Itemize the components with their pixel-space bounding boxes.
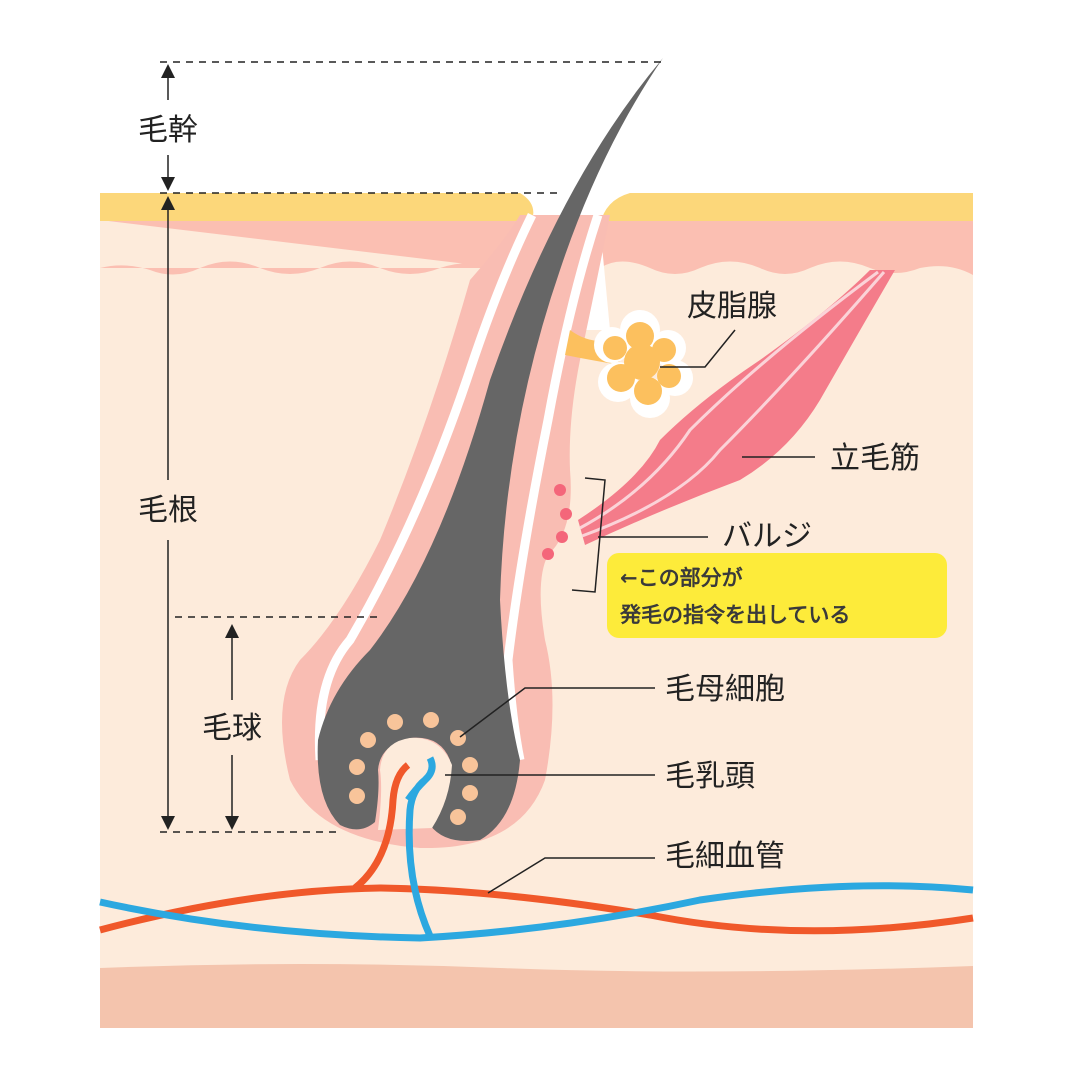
hair-matrix-cells <box>349 712 478 825</box>
label-hair-matrix-cells: 毛母細胞 <box>665 672 785 707</box>
matrix-cell <box>423 712 439 728</box>
callout-line-2: 発毛の指令を出している <box>619 603 850 627</box>
matrix-cell <box>387 714 403 730</box>
leader-lines <box>445 329 815 894</box>
inner-sheath-line-right <box>503 213 603 761</box>
matrix-cell <box>450 809 466 825</box>
inner-sheath-line <box>314 213 537 761</box>
vein-branch <box>405 756 436 938</box>
matrix-cell <box>462 785 478 801</box>
matrix-cell <box>349 788 365 804</box>
artery <box>99 884 974 935</box>
callout-box <box>607 553 947 638</box>
label-arrector-pili: 立毛筋 <box>830 441 920 476</box>
bulge-dots <box>542 484 572 560</box>
label-dermal-papilla: 毛乳頭 <box>665 759 755 794</box>
callout-line-1: ←この部分が <box>620 566 743 590</box>
label-capillaries: 毛細血管 <box>665 839 785 874</box>
matrix-cell <box>349 759 365 775</box>
muscle-fibers <box>579 270 886 538</box>
bulge-callout: ←この部分が 発毛の指令を出している <box>607 553 947 638</box>
matrix-cell <box>462 757 478 773</box>
arrowheads <box>161 64 239 830</box>
label-hair-bulb: 毛球 <box>202 711 262 746</box>
artery-branch <box>352 762 411 891</box>
subcutis <box>100 964 973 1028</box>
vein <box>99 882 974 942</box>
label-sebaceous-gland: 皮脂腺 <box>687 289 777 324</box>
label-hair-shaft: 毛幹 <box>138 113 198 148</box>
dimension-lines <box>160 61 663 833</box>
hair-shaft <box>317 58 663 841</box>
matrix-cell <box>450 730 466 746</box>
bulge-bracket <box>571 477 606 593</box>
label-hair-root: 毛根 <box>138 493 198 528</box>
matrix-cell <box>360 732 376 748</box>
arrector-pili-muscle <box>578 270 895 545</box>
label-bulge: バルジ <box>722 519 812 554</box>
sebaceous-gland <box>594 310 693 418</box>
